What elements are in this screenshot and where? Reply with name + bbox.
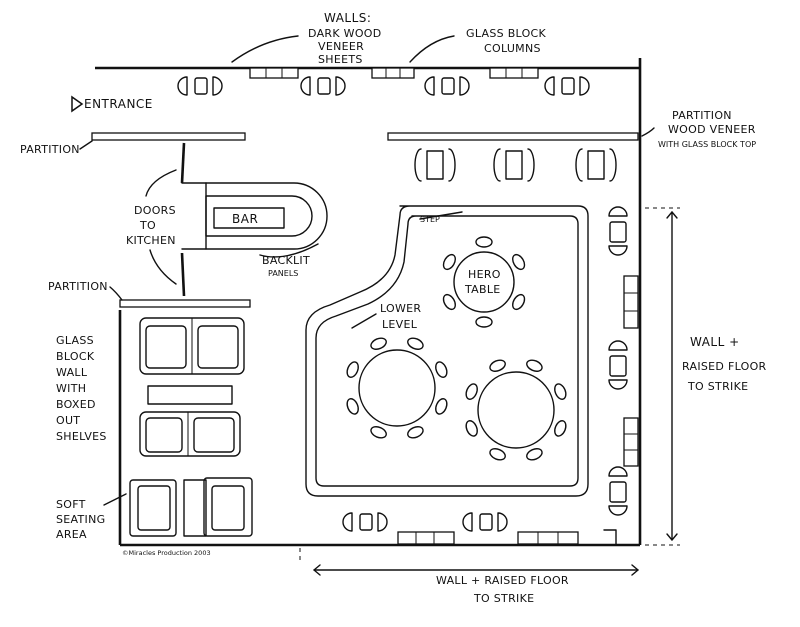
copyright-label: ©Miracles Production 2003 (122, 549, 211, 557)
labels: Walls: Dark wood veneer sheets Glass Blo… (20, 11, 767, 605)
glass-block-wall-label-6: out (56, 414, 80, 427)
chair (512, 293, 526, 311)
chair (442, 293, 456, 311)
wall-raised-bottom-label-1: Wall + Raised Floor (436, 574, 569, 587)
bar-label: Bar (232, 212, 258, 226)
partition-right-label-2: Wood veneer (668, 123, 756, 136)
glass-block-label-1: Glass Block (466, 27, 547, 40)
soft-seating-label-3: Area (56, 528, 87, 541)
doors-label-2: to (139, 219, 156, 232)
round-tables (358, 251, 555, 449)
glass-block-wall-label-5: Boxed (56, 398, 96, 411)
chair (370, 426, 387, 439)
partition-right-label-1: Partition (672, 109, 732, 122)
wall-raised-right-label-3: to Strike (687, 380, 748, 393)
step-label: Step (420, 215, 440, 224)
chair (526, 448, 543, 461)
walls-label-4: sheets (318, 53, 363, 66)
right-booths (608, 206, 639, 516)
chair (370, 337, 387, 350)
glass-block-wall-label-4: with (56, 382, 86, 395)
chair (435, 398, 448, 415)
chair (465, 420, 478, 437)
wall-raised-bottom-label-2: to Strike (473, 592, 534, 605)
partition-tables (414, 148, 617, 182)
lower-level-area (305, 205, 589, 497)
hero-table-label-1: Hero (468, 268, 501, 281)
chair (465, 383, 478, 400)
partition-left-label: Partition (48, 280, 108, 293)
chair (526, 359, 543, 372)
chair (554, 420, 567, 437)
partition-top-left-label: Partition (20, 143, 80, 156)
glass-block-wall-label-7: Shelves (56, 430, 107, 443)
chair (346, 361, 359, 378)
partition-top-left (91, 132, 246, 141)
partition-left (119, 299, 251, 308)
wall-raised-right-label-2: Raised Floor (682, 360, 767, 373)
chair (435, 361, 448, 378)
doors-label-1: Doors (134, 204, 176, 217)
partition-top-right (387, 132, 639, 141)
sofas (129, 317, 253, 537)
wall-raised-right-label-1: Wall + (690, 335, 740, 349)
chair (475, 236, 493, 248)
dimension-lines (299, 207, 680, 576)
top-booths (177, 76, 590, 96)
chair (346, 398, 359, 415)
chair (407, 426, 424, 439)
chair (407, 337, 424, 350)
kitchen-doors (180, 142, 186, 297)
backlit-label-1: Backlit (262, 254, 310, 267)
walls-label-3: veneer (318, 40, 364, 53)
glass-block-wall-label-1: Glass (56, 334, 94, 347)
hero-table-label-2: Table (464, 283, 501, 296)
walls-label-1: Walls: (324, 11, 371, 25)
walls (95, 58, 642, 547)
soft-seating-label-1: Soft (56, 498, 86, 511)
glass-block-wall-label-3: wall (56, 366, 88, 379)
walls-label-2: Dark wood (308, 27, 382, 40)
lower-level-label-2: Level (382, 318, 418, 331)
chair (512, 253, 526, 271)
chair (475, 316, 493, 328)
entrance-arrow-icon (71, 95, 84, 113)
chair (489, 359, 506, 372)
entrance-label: Entrance (84, 97, 153, 111)
glass-block-columns (249, 67, 539, 79)
doors-label-3: Kitchen (126, 234, 176, 247)
bottom-booths (342, 512, 617, 545)
glass-block-wall-label-2: Block (56, 350, 95, 363)
glass-block-label-2: Columns (484, 42, 541, 55)
chair (489, 448, 506, 461)
chair (554, 383, 567, 400)
partition-right-label-3: with Glass Block Top (658, 140, 756, 149)
bar (181, 182, 328, 258)
leader-arrows (71, 35, 655, 506)
soft-seating-label-2: Seating (56, 513, 105, 526)
table-chairs (346, 236, 567, 461)
chair (442, 253, 456, 271)
lower-level-label-1: Lower (380, 302, 421, 315)
backlit-label-2: panels (268, 269, 298, 278)
